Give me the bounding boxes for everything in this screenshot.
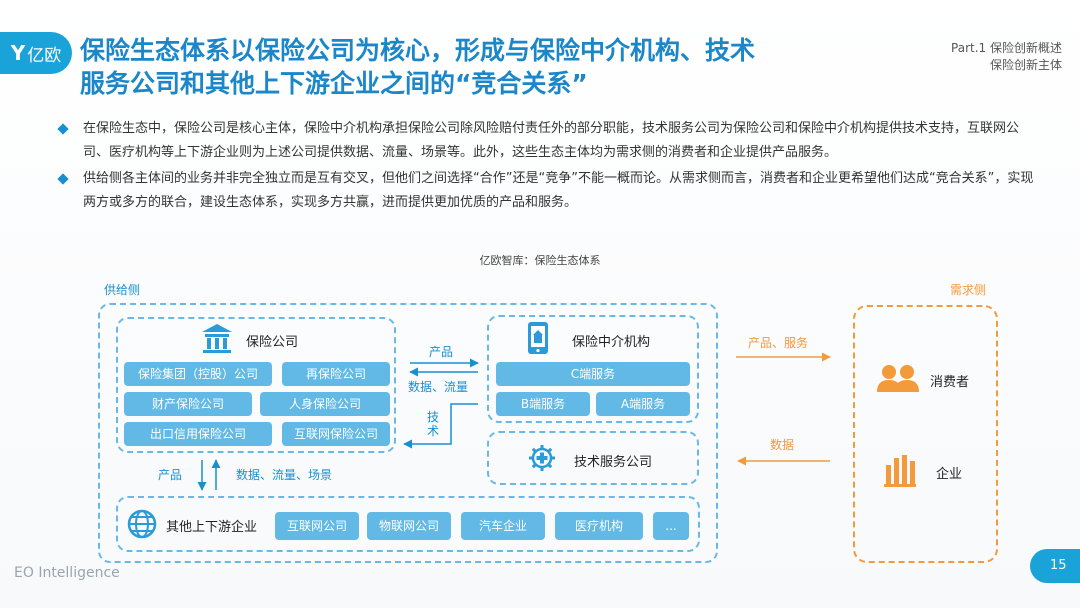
logo: Y 亿欧 xyxy=(0,32,72,74)
upstream-item: 医疗机构 xyxy=(555,512,643,540)
insurer-title: 保险公司 xyxy=(246,335,299,350)
flow-label-data-traffic: 数据、流量 xyxy=(408,380,469,394)
flow-label-product-service: 产品、服务 xyxy=(748,336,809,350)
insurer-item: 财产保险公司 xyxy=(124,392,252,416)
upstream-item: 互联网公司 xyxy=(275,512,359,540)
page-title: 保险生态体系以保险公司为核心，形成与保险中介机构、技术 服务公司和其他上下游企业… xyxy=(80,34,840,100)
insurer-box xyxy=(116,317,396,453)
consumers-icon xyxy=(877,365,919,392)
tech-gear-icon xyxy=(529,445,555,471)
supply-side-box xyxy=(98,303,718,563)
title-line-1: 保险生态体系以保险公司为核心，形成与保险中介机构、技术 xyxy=(80,36,756,65)
logo-text: 亿欧 xyxy=(27,45,62,66)
tech-service-title: 技术服务公司 xyxy=(574,455,653,470)
upstream-item: 物联网公司 xyxy=(367,512,451,540)
tech-arrow xyxy=(403,403,478,449)
insurer-item: 再保险公司 xyxy=(282,362,390,386)
flow-label-tech: 技术 xyxy=(427,410,440,438)
insurer-item: 人身保险公司 xyxy=(260,392,390,416)
flow-label-data-up: 数据、流量、场景 xyxy=(236,468,333,482)
upstream-item: 汽车企业 xyxy=(461,512,545,540)
upstream-box xyxy=(116,496,700,552)
logo-mark-icon: Y xyxy=(10,41,26,65)
supply-side-label: 供给侧 xyxy=(104,283,141,297)
bank-icon xyxy=(202,324,232,353)
bullet-item: 在保险生态中，保险公司是核心主体，保险中介机构承担保险公司除风险赔付责任外的部分… xyxy=(55,117,1040,165)
globe-icon xyxy=(127,509,157,539)
flow-label-product-down: 产品 xyxy=(158,468,183,482)
section-tag-line-2: 保险创新主体 xyxy=(989,58,1062,72)
mobile-app-icon xyxy=(528,322,548,354)
section-tag-line-1: Part.1 保险创新概述 xyxy=(951,41,1062,55)
section-tag: Part.1 保险创新概述 保险创新主体 xyxy=(951,40,1062,74)
insurer-item: 出口信用保险公司 xyxy=(124,422,272,446)
intermediary-box xyxy=(487,315,699,423)
insurer-item: 保险集团（控股）公司 xyxy=(124,362,272,386)
demand-side-label: 需求侧 xyxy=(950,283,987,297)
bullet-list: 在保险生态中，保险公司是核心主体，保险中介机构承担保险公司除风险赔付责任外的部分… xyxy=(55,117,1040,217)
flow-label-data: 数据 xyxy=(770,438,795,452)
page-number: 15 xyxy=(1030,549,1080,583)
enterprise-label: 企业 xyxy=(936,467,963,482)
insurer-item: 互联网保险公司 xyxy=(282,422,390,446)
upstream-title: 其他上下游企业 xyxy=(166,520,258,535)
flow-label-product: 产品 xyxy=(429,345,454,359)
diagram-caption: 亿欧智库：保险生态体系 xyxy=(479,254,601,267)
footer-brand: EO Intelligence xyxy=(14,565,120,581)
c-service-chip: C端服务 xyxy=(496,362,690,386)
upstream-item: ... xyxy=(653,512,689,540)
enterprise-building-icon xyxy=(884,455,916,487)
b-service-chip: B端服务 xyxy=(496,392,590,416)
title-line-2: 服务公司和其他上下游企业之间的“竞合关系” xyxy=(80,69,588,98)
tech-service-box xyxy=(487,431,699,485)
a-service-chip: A端服务 xyxy=(596,392,690,416)
demand-side-box xyxy=(853,305,998,563)
intermediary-title: 保险中介机构 xyxy=(572,335,651,350)
bullet-item: 供给侧各主体间的业务并非完全独立而是互有交叉，但他们之间选择“合作”还是“竞争”… xyxy=(55,167,1040,215)
consumer-label: 消费者 xyxy=(930,375,970,390)
